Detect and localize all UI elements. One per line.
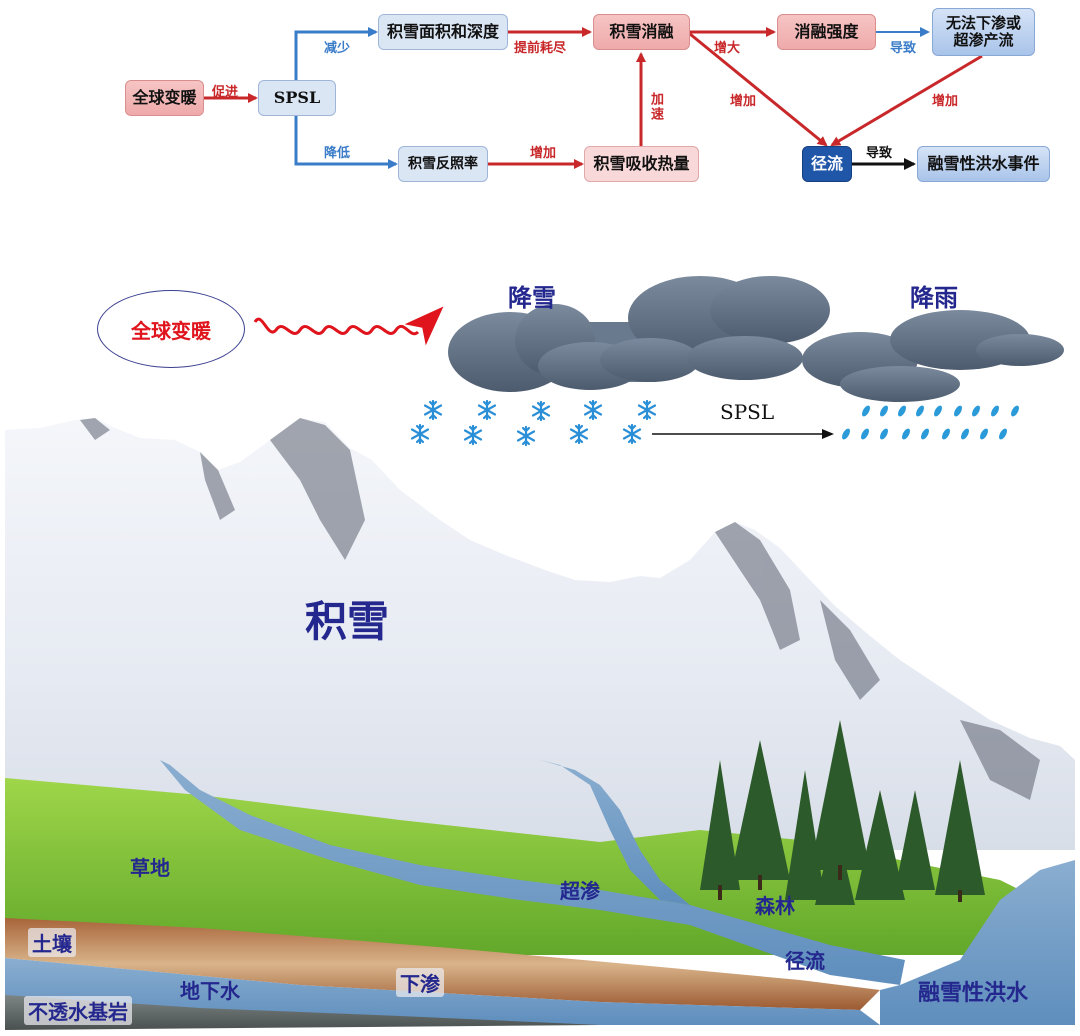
snowpack-label: 积雪: [305, 597, 390, 646]
groundwater-label: 地下水: [180, 979, 240, 1003]
snowfall-label: 降雪: [508, 284, 556, 312]
node-heat-absorption: 积雪吸收热量: [584, 146, 699, 182]
runoff-stream-right: [540, 760, 690, 905]
flood-label: 融雪性洪水: [918, 981, 1029, 1006]
node-runoff: 径流: [802, 146, 852, 182]
flowchart: 全球变暖 SPSL 积雪面积和深度 积雪反照率 积雪消融 积雪吸收热量 消融强度…: [0, 0, 1080, 200]
node-no-infiltration: 无法下渗或 超渗产流: [932, 8, 1035, 56]
bedrock-layer: [5, 995, 600, 1030]
soil-label: 土壤: [28, 928, 76, 957]
edge-label-deplete-early: 提前耗尽: [514, 41, 567, 56]
soil-layer: [5, 918, 880, 1010]
percolation-label: 下渗: [396, 968, 444, 997]
edge-label-lead-to-flood: 导致: [866, 146, 893, 161]
forest-label: 森林: [755, 894, 795, 918]
warming-wave-arrow: [253, 306, 444, 346]
grassland-label: 草地: [130, 856, 170, 880]
global-warming-label: 全球变暖: [131, 318, 211, 343]
bedrock-label: 不透水基岩: [24, 996, 132, 1025]
snow-mountains: [5, 418, 1075, 850]
node-snow-albedo: 积雪反照率: [398, 146, 488, 182]
runoff-stream-left: [160, 760, 905, 985]
edge-label-enlarge: 增大: [714, 41, 741, 56]
edge-label-reduce: 减少: [324, 41, 351, 56]
forest-trees: [700, 720, 985, 905]
node-flood-event: 融雪性洪水事件: [917, 146, 1050, 182]
flood-water: [880, 860, 1075, 1025]
clouds: [448, 276, 1064, 402]
edge-label-accelerate: 加速: [648, 92, 663, 122]
edge-label-lead-to-blue: 导致: [890, 41, 917, 56]
edge-label-increase-heat: 增加: [530, 146, 557, 161]
edge-label-lower: 降低: [324, 146, 351, 161]
edge-label-increase-left: 增加: [730, 94, 757, 109]
infiltration-excess-label: 超渗: [560, 879, 600, 903]
rainfall-label: 降雨: [910, 284, 958, 312]
node-melt-intensity: 消融强度: [777, 14, 876, 50]
raindrops: [840, 404, 1021, 441]
snowflakes: [410, 399, 657, 447]
node-spsl: SPSL: [258, 80, 336, 116]
node-global-warming: 全球变暖: [125, 80, 204, 116]
groundwater-layer: [5, 958, 880, 1025]
mountain-rock-texture: [80, 418, 1040, 800]
spsl-label: SPSL: [720, 400, 775, 424]
node-snowmelt: 积雪消融: [593, 14, 690, 50]
global-warming-oval: 全球变暖: [97, 290, 245, 368]
runoff-label: 径流: [785, 949, 825, 973]
node-snow-area-depth: 积雪面积和深度: [378, 14, 508, 50]
flowchart-arrows: [204, 27, 983, 170]
edge-label-increase-right: 增加: [932, 94, 959, 109]
edge-label-promote: 促进: [212, 85, 239, 100]
